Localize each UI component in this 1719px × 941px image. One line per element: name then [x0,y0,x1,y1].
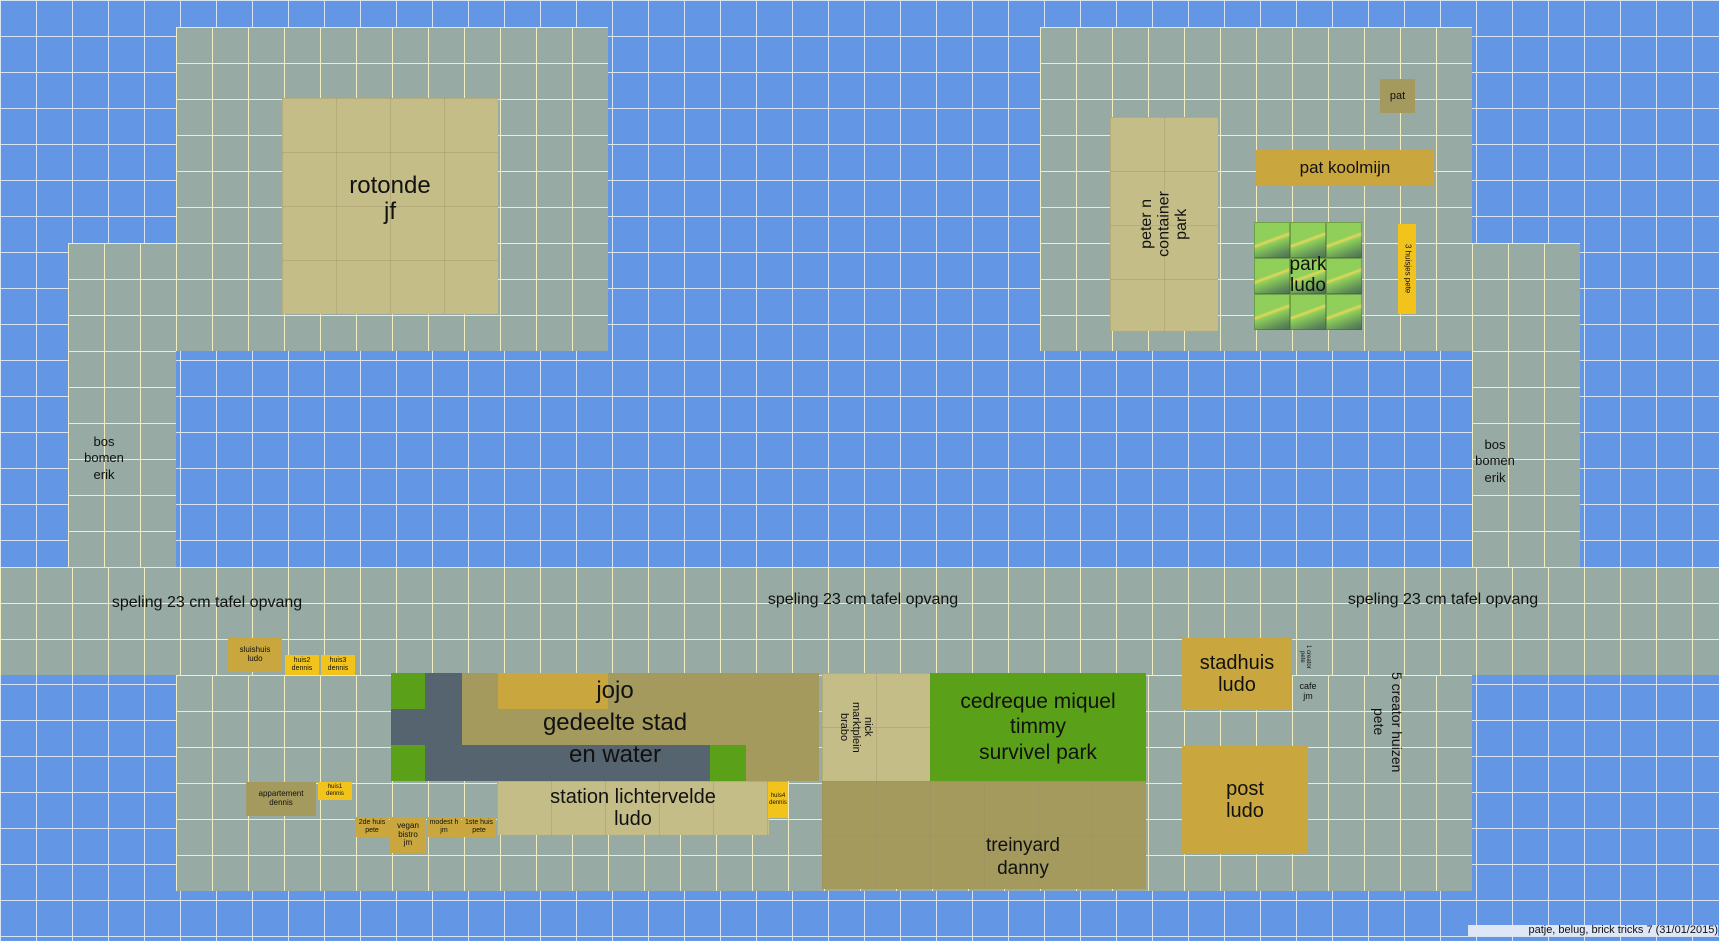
sluishuis-ludo: sluishuis ludo [228,638,282,672]
huis2-dennis: huis2 dennis [285,655,319,675]
nick-marktplein-label: nick marktplein brabo [837,701,875,753]
huis1-dennis: huis1 dennis [318,782,352,800]
speling-label-right: speling 23 cm tafel opvang [1347,591,1539,608]
peter-container-park: peter n container park [1110,117,1218,331]
cedreque-survivel-park: cedreque miquel timmy survivel park [930,673,1146,781]
huisjes-pete-label: 3 huisjes pete [1403,244,1413,294]
speling-label-left: speling 23 cm tafel opvang [111,594,303,611]
nick-marktplein-brabo: nick marktplein brabo [822,673,930,781]
post-ludo: post ludo [1182,746,1308,854]
vegan-bistro-jm: vegan bistro jm [390,817,426,853]
container-park-label: peter n container park [1137,191,1190,257]
pat-tag: pat [1380,79,1415,113]
treinyard-label: treinyard danny [986,834,1060,880]
credit-text: patje, belug, brick tricks 7 (31/01/2015… [1468,925,1718,936]
stadhuis-ludo: stadhuis ludo [1182,638,1292,710]
en-water-label: en water [568,741,662,768]
huisjes-pete: 3 huisjes pete [1398,224,1416,314]
huis4-dennis: huis4 dennis [768,782,788,818]
1-creator-pete-label: 1 creator pete [1299,645,1311,669]
pat-koolmijn: pat koolmijn [1256,150,1434,186]
city-block [391,673,819,781]
modest-huis-jm: modest h jm [427,817,461,837]
park-ludo-label: park ludo [1289,254,1327,296]
2de-huis-pete: 2de huis pete [355,817,389,837]
gedeelte-stad-label: gedeelte stad [542,709,688,736]
appartement-dennis: appartement dennis [246,782,316,816]
1-creator-pete: 1 creator pete [1296,642,1314,672]
speling-label-center: speling 23 cm tafel opvang [767,591,959,608]
5-creator-huizen-label: 5 creator huizen pete [1371,671,1406,773]
bos-right-label: bos bomen erik [1475,437,1515,485]
treinyard-danny: treinyard danny [822,781,1146,889]
cafe-jm: cafe jm [1299,681,1317,701]
huis3-dennis: huis3 dennis [321,655,355,675]
bos-left-label: bos bomen erik [84,434,124,482]
rotonde-jf: rotonde jf [282,98,498,314]
park-ludo: park ludo [1254,222,1362,330]
jojo-label: jojo [596,677,634,704]
5-creator-huizen-pete: 5 creator huizen pete [1366,666,1410,778]
1ste-huis-pete: 1ste huis pete [462,817,496,837]
station-lichtervelde-ludo: station lichtervelde ludo [497,781,769,835]
